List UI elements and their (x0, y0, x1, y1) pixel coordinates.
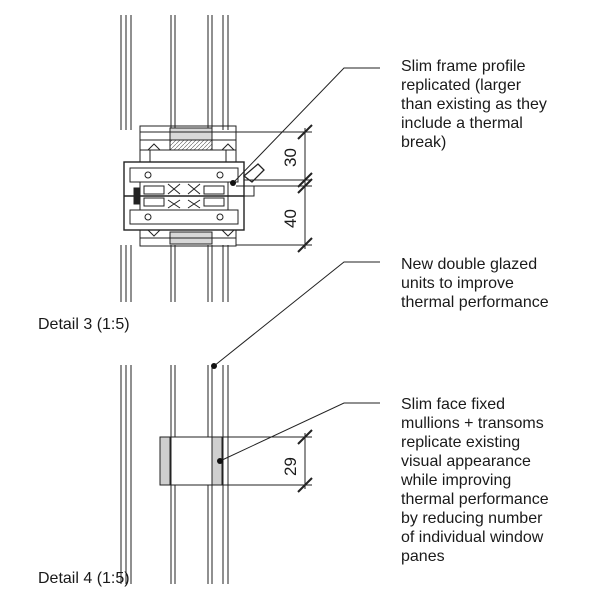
annotation-line: panes (401, 548, 445, 565)
leader-dot-frame (230, 180, 236, 186)
annotation-frame-profile: Slim frame profile replicated (larger th… (401, 57, 601, 152)
leader-dot-glazing (211, 363, 217, 369)
annotation-line: while improving (401, 472, 512, 489)
annotation-line: than existing as they (401, 96, 547, 113)
detail-4-caption: Detail 4 (1:5) (38, 570, 130, 587)
detail-3-drawing (120, 15, 313, 302)
leader-dot-mullion (217, 458, 223, 464)
dimension-29: 29 (281, 457, 300, 476)
leader-mullions (219, 402, 380, 462)
annotation-line: replicated (larger (401, 77, 522, 94)
detail-3-caption: Detail 3 (1:5) (38, 316, 130, 333)
detail-3-upper-frame (139, 125, 237, 163)
annotation-line: thermal performance (401, 294, 549, 311)
annotation-line: of individual window (401, 529, 544, 546)
leader-glazed-units (213, 261, 380, 367)
annotation-line: break) (401, 134, 447, 151)
dimension-30: 30 (281, 148, 300, 167)
leader-frame-profile (232, 67, 380, 184)
detail-3-lower-glazing (120, 245, 229, 302)
dimension-40: 40 (281, 209, 300, 228)
annotation-line: thermal performance (401, 491, 549, 508)
annotation-line: replicate existing (401, 434, 521, 451)
detail-3-upper-glazing (120, 15, 229, 130)
detail-3-dimensions (236, 124, 313, 253)
detail-4-mullion (159, 436, 223, 486)
detail-4-glazing (120, 365, 229, 584)
annotation-line: New double glazed (401, 256, 538, 273)
detail-4-dimensions (222, 429, 313, 493)
annotation-line: mullions + transoms (401, 415, 544, 432)
annotation-glazed-units: New double glazed units to improve therm… (401, 255, 601, 312)
annotation-line: units to improve (401, 275, 514, 292)
annotation-mullions: Slim face fixed mullions + transoms repl… (401, 395, 601, 566)
annotation-line: Slim face fixed (401, 396, 506, 413)
annotation-line: by reducing number (401, 510, 543, 527)
detail-3-lower-frame (139, 229, 237, 247)
annotation-line: visual appearance (401, 453, 531, 470)
leader-lines (213, 67, 380, 462)
annotation-line: include a thermal (401, 115, 523, 132)
annotation-line: Slim frame profile (401, 58, 526, 75)
